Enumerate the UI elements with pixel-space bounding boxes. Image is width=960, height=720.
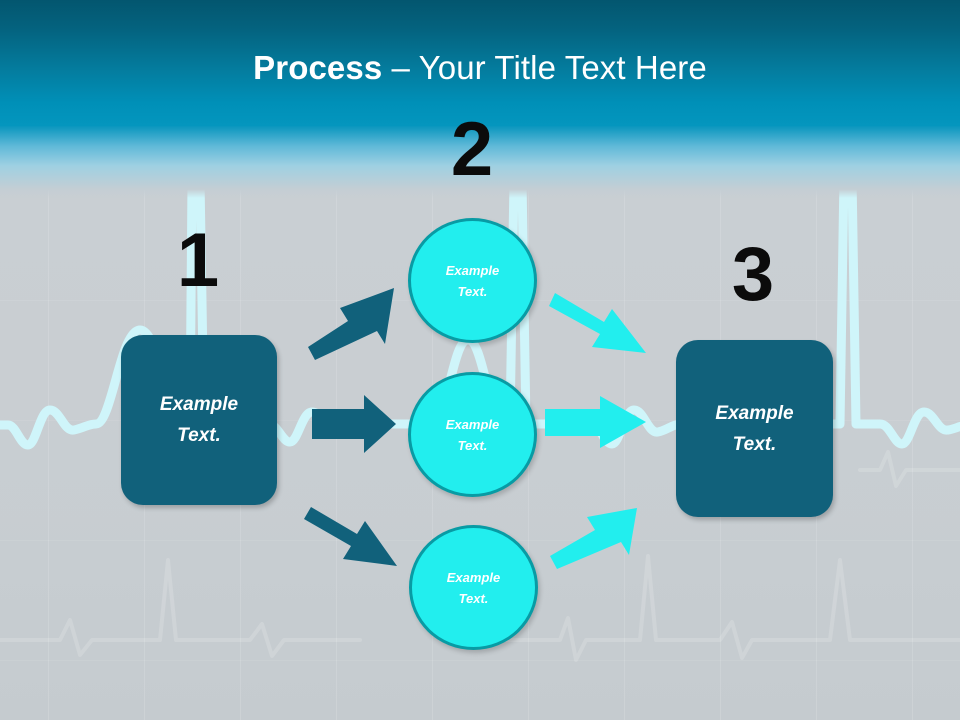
header-band <box>0 0 960 126</box>
middle-circle-2-label: Example Text. <box>445 416 500 453</box>
step-number-1: 1 <box>176 218 220 303</box>
title-bold-part: Process <box>253 49 383 86</box>
title-regular-part: – Your Title Text Here <box>382 49 707 86</box>
middle-circle-1[interactable]: Example Text. <box>408 218 537 343</box>
middle-circle-2[interactable]: Example Text. <box>408 372 537 497</box>
middle-circle-3-label: Example Text. <box>446 569 501 606</box>
step-number-3: 3 <box>731 232 775 317</box>
start-process-box[interactable]: Example Text. <box>121 335 277 505</box>
page-title: Process – Your Title Text Here <box>0 48 960 88</box>
middle-circle-3[interactable]: Example Text. <box>409 525 538 650</box>
end-process-box-label: Example Text. <box>715 402 794 455</box>
start-process-box-label: Example Text. <box>159 394 239 446</box>
middle-circle-1-label: Example Text. <box>445 262 500 299</box>
header-fade <box>0 126 960 198</box>
step-number-2: 2 <box>450 107 494 192</box>
end-process-box[interactable]: Example Text. <box>676 340 833 517</box>
